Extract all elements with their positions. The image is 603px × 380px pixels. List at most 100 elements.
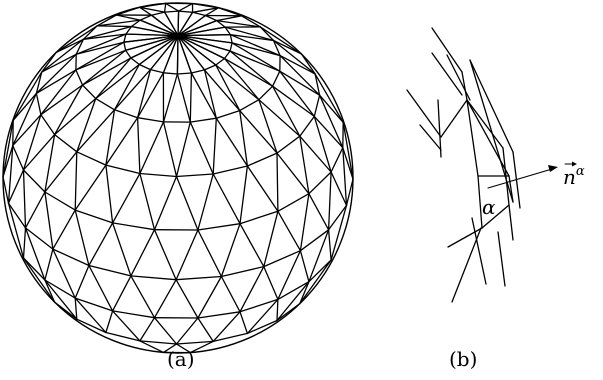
mesh-edge — [111, 172, 141, 224]
mesh-edge — [327, 204, 348, 231]
mesh-edge — [75, 69, 84, 86]
mesh-edge — [105, 310, 114, 334]
mesh-edge — [240, 15, 261, 28]
mesh-edge — [136, 117, 141, 175]
mesh-edge — [229, 50, 281, 72]
mesh-edge — [263, 265, 279, 301]
mesh-edge — [105, 109, 116, 166]
mesh-edge — [124, 34, 179, 51]
mesh-edge — [229, 34, 275, 42]
mesh-edge — [139, 340, 178, 345]
mesh-edge — [191, 7, 220, 13]
mesh-edge — [271, 85, 301, 137]
mesh-edge — [327, 229, 332, 261]
mesh-edge — [299, 250, 310, 283]
mesh-edge — [2, 119, 14, 178]
mesh-edge — [74, 151, 78, 211]
mesh-edge — [177, 34, 193, 74]
mesh-edge — [223, 57, 260, 101]
mesh-edge — [215, 64, 260, 101]
mesh-edge — [175, 275, 223, 281]
mesh-edge — [313, 115, 344, 149]
mesh-edge — [139, 121, 165, 175]
edge — [466, 99, 510, 177]
mesh-edge — [22, 227, 27, 259]
mesh-edge — [229, 50, 274, 87]
mesh-edge — [258, 99, 278, 154]
mesh-edge — [12, 71, 43, 121]
mesh-edge — [177, 10, 194, 13]
mesh-edge — [138, 63, 152, 71]
mesh-edge — [263, 250, 302, 268]
mesh-edge — [299, 135, 310, 195]
mesh-edge — [162, 34, 179, 74]
mesh-edge — [299, 193, 310, 252]
mesh-edge — [216, 19, 226, 28]
mesh-edge — [197, 229, 223, 278]
mesh-edge — [177, 14, 207, 37]
mesh-edge — [276, 298, 279, 322]
mesh-edge — [308, 229, 330, 283]
edge — [451, 227, 482, 303]
mesh-edge — [44, 279, 56, 303]
edge — [471, 217, 487, 285]
mesh-edge — [212, 173, 241, 225]
mesh-edge — [342, 121, 354, 180]
mesh-edge — [115, 14, 141, 21]
mesh-edge — [2, 144, 14, 178]
mesh-edge — [318, 94, 344, 149]
mesh-edge — [271, 70, 281, 87]
mesh-edge — [239, 109, 278, 154]
mesh-edge — [52, 248, 90, 267]
mesh-edge — [76, 97, 97, 153]
mesh-edge — [12, 92, 38, 121]
mesh-edge — [177, 11, 194, 37]
mesh-edge — [75, 38, 85, 55]
mesh-edge — [35, 69, 77, 95]
mesh-edge — [223, 50, 231, 60]
mesh-edge — [215, 117, 249, 167]
mesh-edge — [272, 39, 316, 75]
mesh-edge — [204, 7, 220, 17]
mesh-edge — [216, 19, 261, 28]
mesh-edge — [130, 25, 179, 37]
mesh-edge — [139, 14, 153, 21]
mesh-edge — [149, 34, 179, 71]
mesh-edge — [75, 41, 125, 55]
mesh-edge — [12, 114, 42, 147]
mesh-edge — [231, 42, 281, 57]
mesh-edge — [313, 115, 332, 173]
mesh-edge — [139, 172, 178, 178]
mesh-edge — [75, 33, 127, 55]
mesh-edge — [224, 26, 232, 36]
mesh-edge — [215, 109, 241, 119]
mesh-edge — [123, 34, 179, 43]
mesh-edge — [299, 259, 332, 305]
mesh-edge — [177, 19, 218, 37]
mesh-edge — [130, 57, 140, 66]
mesh-edge — [272, 39, 303, 55]
edge — [466, 99, 479, 177]
mesh-edge — [113, 109, 139, 119]
edge — [508, 175, 514, 203]
mesh-edge — [139, 6, 166, 13]
mesh-edge — [123, 41, 127, 51]
mesh-edge — [197, 223, 241, 231]
edge — [431, 27, 463, 73]
mesh-edge — [111, 310, 141, 342]
mesh-edge — [239, 99, 260, 112]
mesh-edge — [276, 152, 279, 212]
mesh-edge — [125, 25, 133, 35]
mesh-edge — [277, 281, 310, 301]
mesh-edge — [96, 19, 141, 27]
mesh-edge — [276, 281, 310, 322]
mesh-edge — [153, 229, 177, 281]
mesh-edge — [220, 223, 241, 278]
edge — [497, 231, 506, 287]
mesh-edge — [74, 264, 90, 299]
mesh-edge — [189, 72, 193, 123]
mesh-edge — [197, 317, 214, 343]
mesh-edge — [308, 259, 332, 283]
mesh-edge — [96, 25, 133, 28]
